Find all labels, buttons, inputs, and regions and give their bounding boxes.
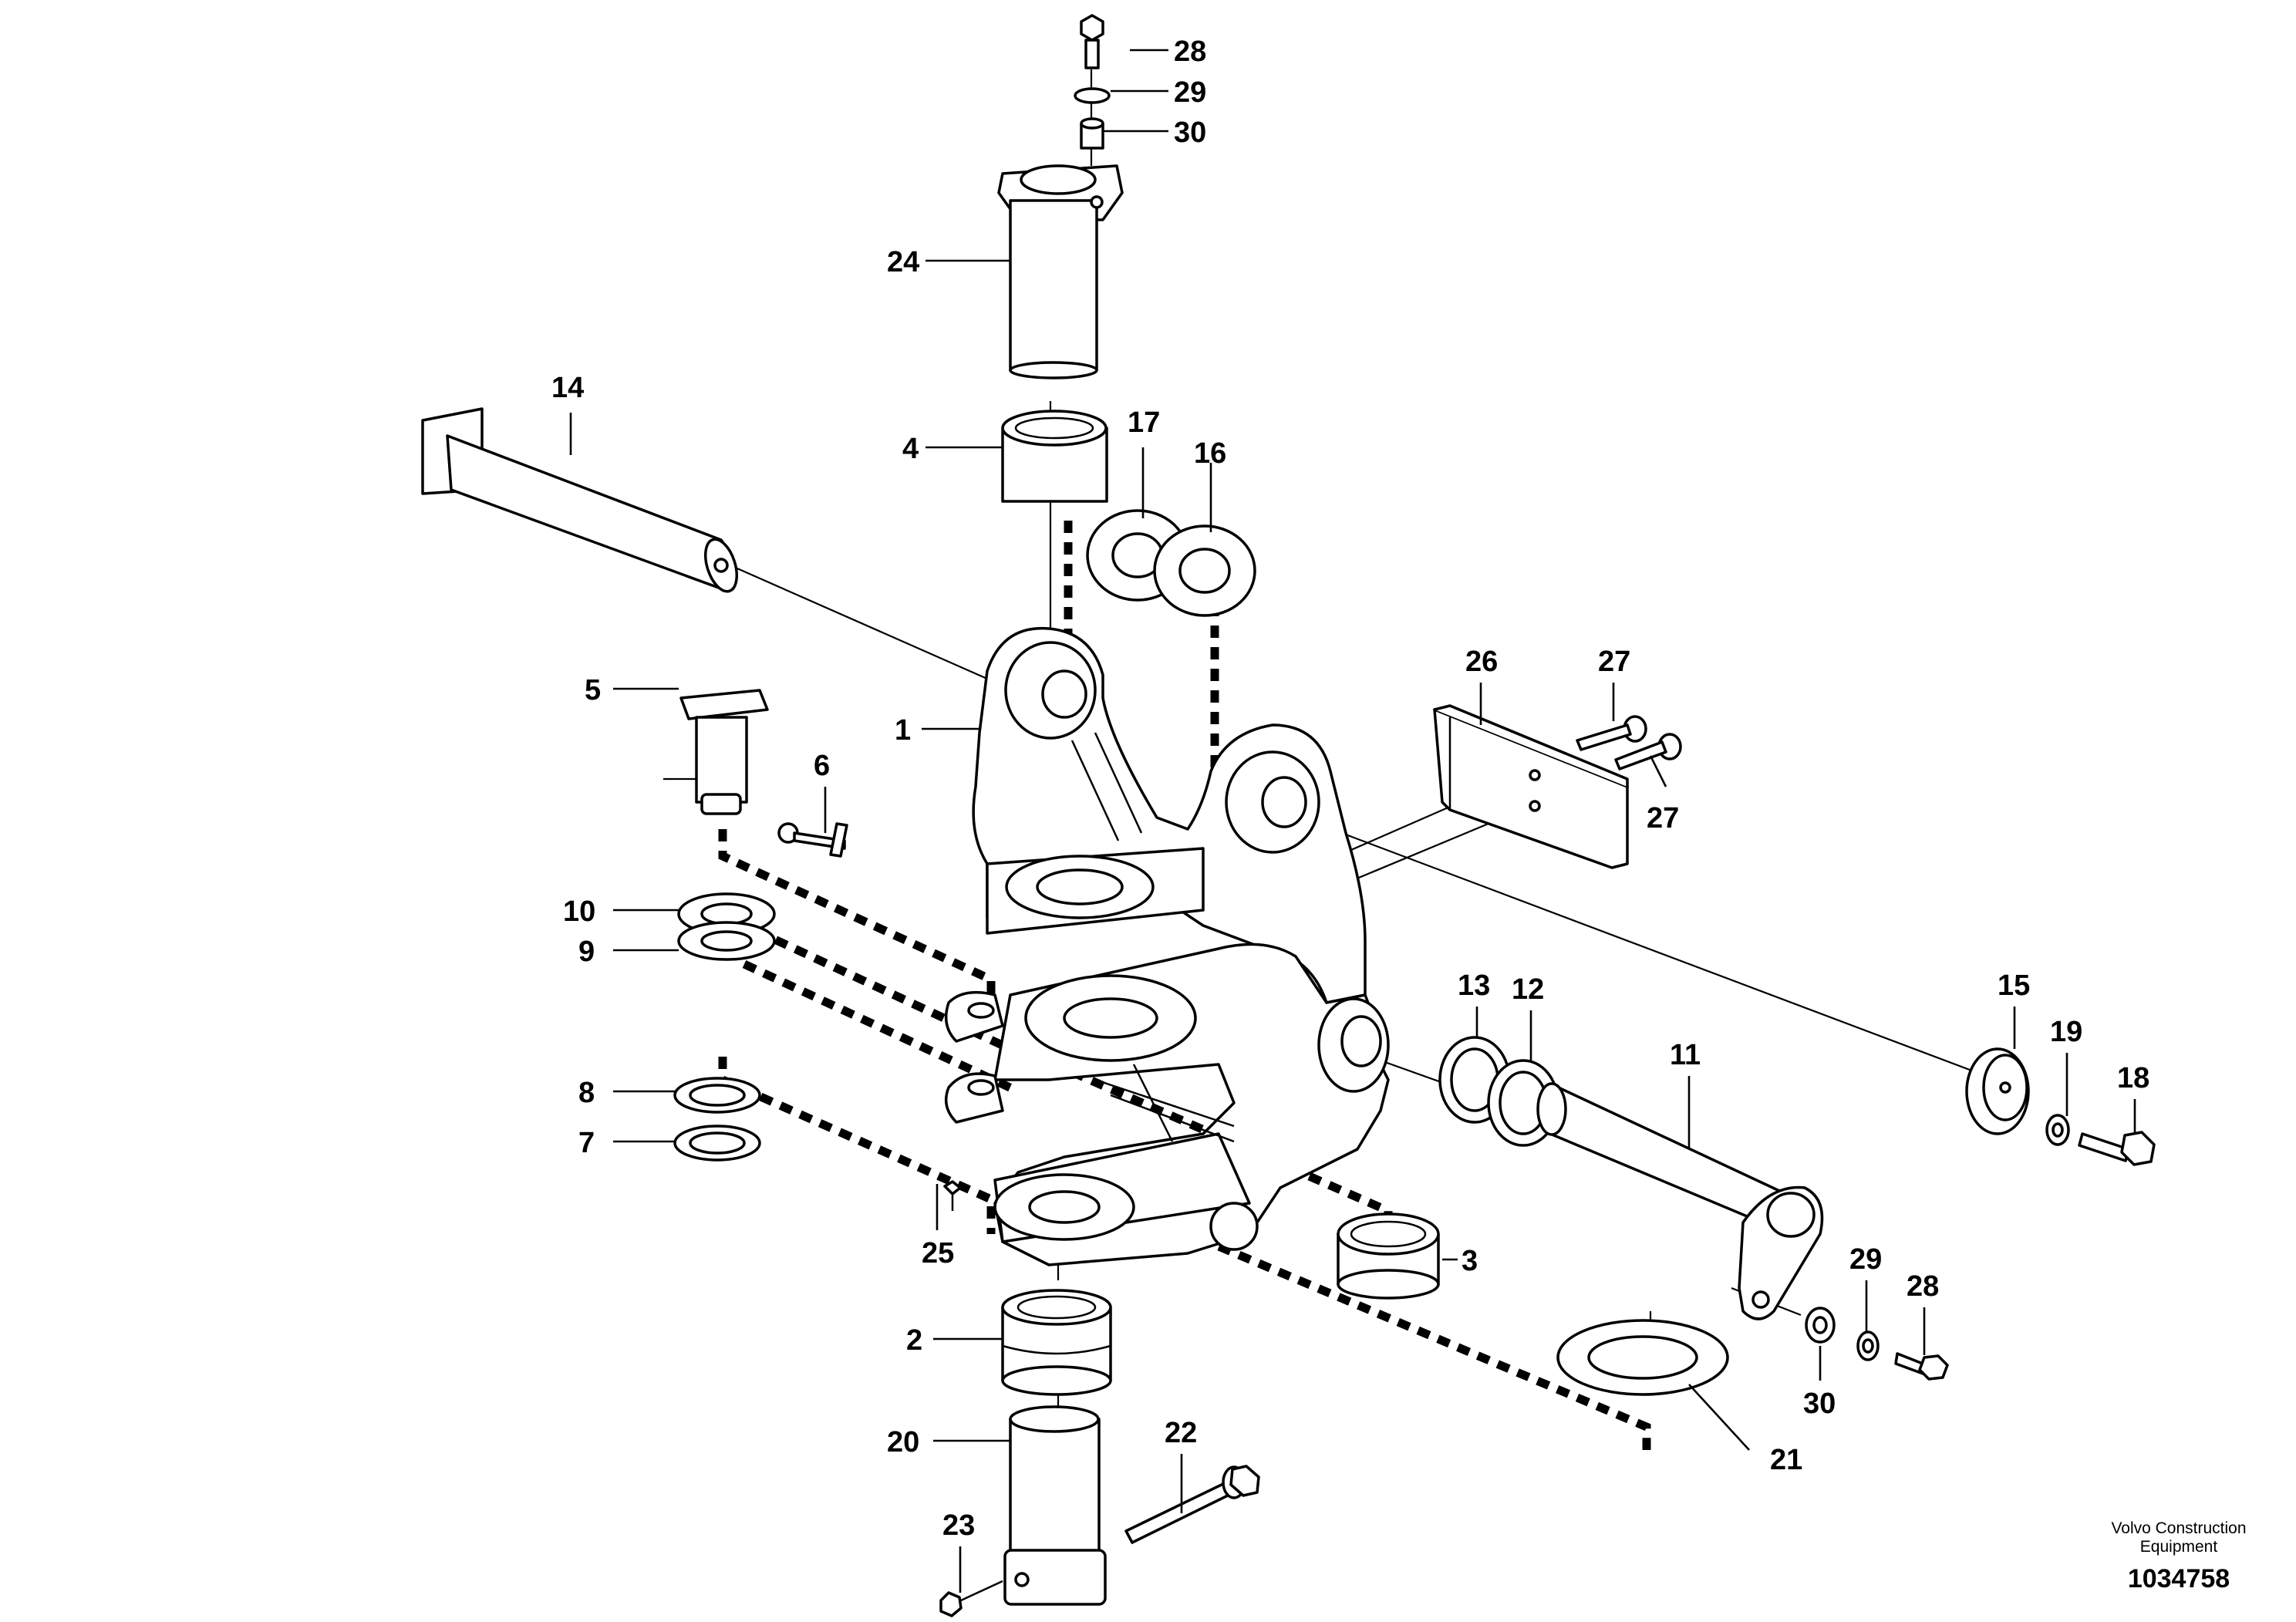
callout-1: 1 — [895, 714, 911, 747]
bushing-4 — [1001, 410, 1108, 503]
bolt-18 — [2078, 1131, 2156, 1166]
plate-26 — [1433, 704, 1629, 869]
long-bolt-22 — [1124, 1465, 1260, 1544]
callout-27-upper: 27 — [1598, 646, 1630, 678]
split-pin-6 — [777, 822, 848, 858]
callout-29-right: 29 — [1849, 1243, 1882, 1276]
callout-4: 4 — [902, 433, 919, 465]
callout-18: 18 — [2117, 1062, 2149, 1094]
callout-17: 17 — [1128, 406, 1160, 439]
callout-20: 20 — [887, 1426, 919, 1458]
nipple-23 — [939, 1580, 1003, 1617]
callout-28-right: 28 — [1907, 1270, 1939, 1303]
callout-26: 26 — [1465, 646, 1498, 678]
callout-8: 8 — [578, 1077, 595, 1109]
callout-16: 16 — [1194, 437, 1226, 470]
bolt-28-right — [1894, 1352, 1949, 1381]
callout-24: 24 — [887, 246, 919, 278]
ring-7 — [673, 1125, 761, 1162]
callout-29-top: 29 — [1174, 76, 1206, 109]
washer-19 — [2045, 1114, 2070, 1146]
pin-20 — [1003, 1405, 1107, 1606]
bushing-3 — [1337, 1212, 1440, 1300]
callout-12: 12 — [1512, 973, 1544, 1006]
large-washer-21 — [1556, 1319, 1729, 1396]
callout-15: 15 — [1998, 969, 2030, 1002]
pin-11 — [1536, 1082, 1824, 1320]
washer-29-right — [1856, 1330, 1880, 1361]
bushing-30-right — [1805, 1307, 1836, 1344]
callout-22: 22 — [1165, 1417, 1197, 1449]
callout-5: 5 — [585, 674, 601, 706]
callout-25: 25 — [922, 1237, 954, 1270]
footer-credit: Volvo Construction Equipment 1034758 — [2111, 1519, 2246, 1593]
callout-21: 21 — [1770, 1444, 1802, 1476]
callout-3: 3 — [1462, 1245, 1478, 1277]
callout-11: 11 — [1670, 1039, 1701, 1071]
shim-9 — [677, 921, 776, 961]
callout-28-top: 28 — [1174, 35, 1206, 68]
bushing-30-top — [1080, 117, 1104, 150]
callout-30-top: 30 — [1174, 116, 1206, 149]
bolt-28-top — [1080, 14, 1104, 69]
callout-14: 14 — [551, 372, 584, 404]
credit-line-1: Volvo Construction — [2111, 1519, 2246, 1537]
flanged-pin-24 — [997, 164, 1124, 379]
bushing-2 — [1001, 1289, 1112, 1396]
grease-nipple-25 — [943, 1180, 962, 1211]
callout-19: 19 — [2050, 1016, 2082, 1048]
ring-8 — [673, 1077, 761, 1114]
washer-16 — [1153, 524, 1256, 617]
callout-9: 9 — [578, 936, 595, 968]
cap-15 — [1965, 1047, 2030, 1135]
callout-labels: 28 29 30 24 14 4 17 16 26 27 5 1 6 27 10… — [551, 35, 2149, 1542]
long-pin-14 — [421, 407, 738, 593]
leader-lines — [569, 49, 2136, 1593]
bolt-27-upper — [1576, 715, 1647, 751]
callout-7: 7 — [578, 1127, 595, 1159]
drawing-number: 1034758 — [2128, 1564, 2230, 1593]
main-bracket-1 — [972, 626, 1367, 1004]
callout-23: 23 — [942, 1509, 975, 1542]
washer-29-top — [1074, 87, 1111, 104]
pin-5 — [679, 689, 769, 815]
main-bracket-body — [944, 943, 1390, 1266]
credit-line-2: Equipment — [2140, 1538, 2218, 1556]
callout-10: 10 — [563, 895, 595, 928]
parts — [421, 14, 2156, 1617]
callout-27-lower: 27 — [1647, 802, 1679, 835]
callout-6: 6 — [814, 750, 830, 782]
callout-2: 2 — [906, 1324, 922, 1357]
callout-30-right: 30 — [1803, 1388, 1836, 1420]
callout-13: 13 — [1458, 969, 1490, 1002]
bolt-27-lower — [1614, 733, 1682, 771]
